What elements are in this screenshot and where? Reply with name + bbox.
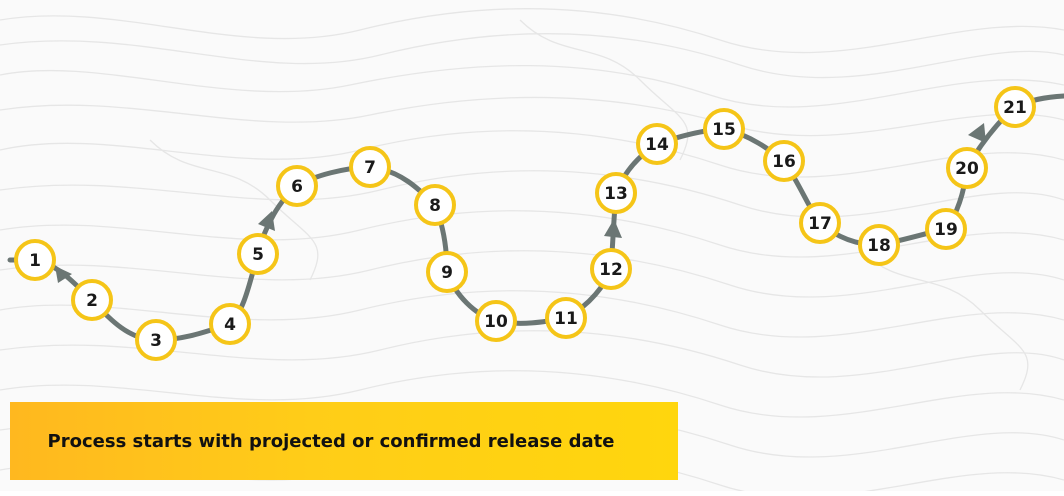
step-node-circle <box>414 184 456 226</box>
step-node-circle <box>209 303 251 345</box>
step-node-circle <box>135 319 177 361</box>
process-route-line <box>7 93 1064 343</box>
step-node-label: 10 <box>484 312 508 332</box>
step-node-circle <box>426 251 468 293</box>
step-node: 2 <box>71 279 113 321</box>
step-node-label: 15 <box>712 120 736 140</box>
step-node-label: 21 <box>1003 98 1027 118</box>
step-node-circle <box>71 279 113 321</box>
step-node-circle <box>763 140 805 182</box>
step-node-circle <box>703 108 745 150</box>
step-node: 20 <box>946 147 988 189</box>
step-node-label: 2 <box>86 291 98 311</box>
arrow-icon <box>604 219 622 238</box>
step-node-circle <box>994 86 1036 128</box>
step-node: 21 <box>994 86 1036 128</box>
step-node-circle <box>14 239 56 281</box>
step-node-label: 4 <box>224 315 236 335</box>
step-node-label: 6 <box>291 177 303 197</box>
step-node-label: 1 <box>29 251 41 271</box>
step-node-label: 20 <box>955 159 979 179</box>
arrow-icon <box>968 123 986 143</box>
arrow-icon <box>55 266 72 283</box>
step-node: 15 <box>703 108 745 150</box>
step-node-label: 13 <box>604 184 628 204</box>
step-node-circle <box>276 165 318 207</box>
step-node-label: 3 <box>150 331 162 351</box>
step-node: 11 <box>545 297 587 339</box>
step-node: 4 <box>209 303 251 345</box>
step-node-circle <box>349 146 391 188</box>
step-node-circle <box>925 208 967 250</box>
step-node: 18 <box>858 224 900 266</box>
step-node-label: 19 <box>934 220 958 240</box>
step-node-label: 7 <box>364 158 376 178</box>
arrow-icon <box>258 211 275 231</box>
step-node-label: 9 <box>441 263 453 283</box>
step-node-label: 8 <box>429 196 441 216</box>
step-node: 8 <box>414 184 456 226</box>
step-node: 9 <box>426 251 468 293</box>
step-node-circle <box>237 233 279 275</box>
step-node-label: 12 <box>599 260 623 280</box>
step-node: 1 <box>14 239 56 281</box>
step-node: 7 <box>349 146 391 188</box>
step-node: 5 <box>237 233 279 275</box>
step-node: 10 <box>475 300 517 342</box>
step-node: 12 <box>590 248 632 290</box>
step-node: 14 <box>636 123 678 165</box>
step-node-circle <box>595 172 637 214</box>
step-node-circle <box>946 147 988 189</box>
step-node-circle <box>590 248 632 290</box>
step-node: 13 <box>595 172 637 214</box>
step-node: 3 <box>135 319 177 361</box>
step-node: 17 <box>799 202 841 244</box>
step-node-circle <box>475 300 517 342</box>
step-node: 19 <box>925 208 967 250</box>
step-node-circle <box>545 297 587 339</box>
step-node-circle <box>858 224 900 266</box>
release-date-banner: Process starts with projected or confirm… <box>10 402 678 480</box>
step-node-circle <box>799 202 841 244</box>
step-node-circle <box>636 123 678 165</box>
route-arrows <box>55 123 986 283</box>
step-node: 16 <box>763 140 805 182</box>
step-node-label: 5 <box>252 245 264 265</box>
step-node-label: 18 <box>867 236 891 256</box>
step-node-label: 17 <box>808 214 832 234</box>
step-node-label: 14 <box>645 135 669 155</box>
step-node-label: 11 <box>554 309 578 329</box>
step-node: 6 <box>276 165 318 207</box>
step-node-label: 16 <box>772 152 796 172</box>
banner-text: Process starts with projected or confirm… <box>47 430 615 452</box>
